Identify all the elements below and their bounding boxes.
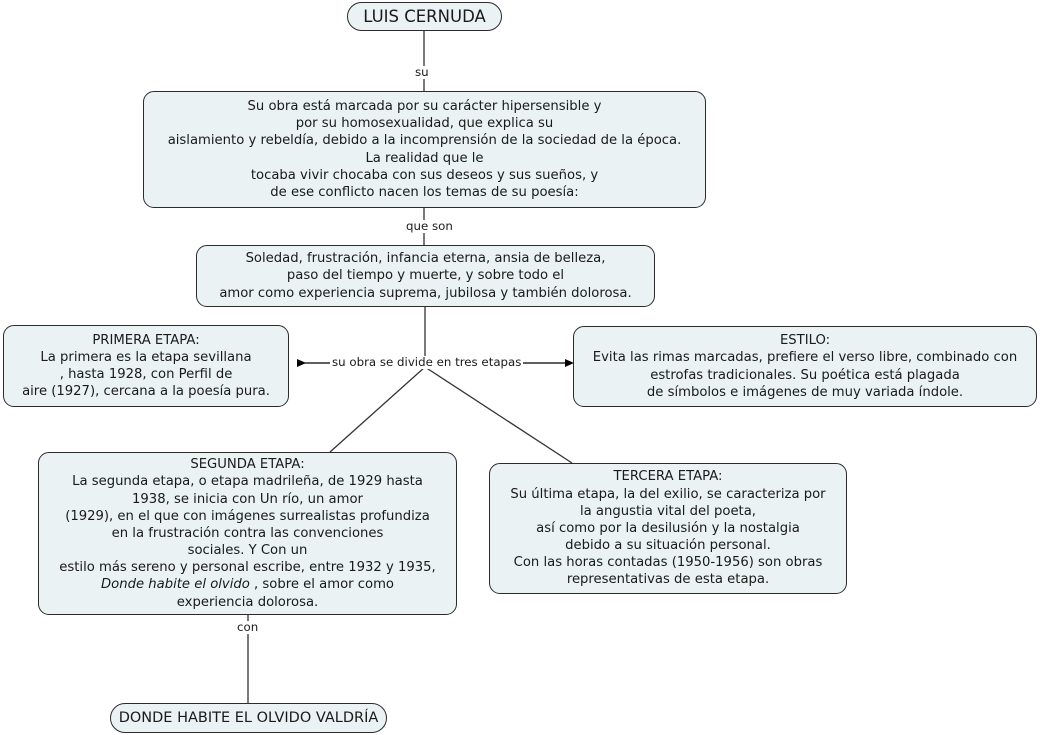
node-estilo-text: ESTILO: Evita las rimas marcadas, prefie… bbox=[592, 333, 1018, 400]
node-segunda-etapa[interactable]: SEGUNDA ETAPA: La segunda etapa, o etapa… bbox=[38, 452, 457, 615]
edge-label-su: su bbox=[413, 65, 431, 79]
node-donde-habite-el-olvido-valdria[interactable]: DONDE HABITE EL OLVIDO VALDRÍA bbox=[110, 703, 387, 733]
node-tercera-etapa-text: TERCERA ETAPA: Su última etapa, la del e… bbox=[510, 469, 826, 588]
edge-label-se-divide-en-tres-etapas: su obra se divide en tres etapas bbox=[330, 355, 524, 369]
edge-label-con: con bbox=[235, 620, 261, 634]
segunda-text-before: SEGUNDA ETAPA: La segunda etapa, o etapa… bbox=[59, 457, 436, 576]
node-estilo[interactable]: ESTILO: Evita las rimas marcadas, prefie… bbox=[573, 326, 1037, 407]
node-segunda-etapa-text: SEGUNDA ETAPA: La segunda etapa, o etapa… bbox=[45, 456, 450, 610]
edge-label-que-son: que son bbox=[404, 219, 455, 233]
node-primera-etapa[interactable]: PRIMERA ETAPA: La primera es la etapa se… bbox=[3, 325, 289, 407]
node-luis-cernuda[interactable]: LUIS CERNUDA bbox=[347, 2, 502, 31]
node-temas[interactable]: Soledad, frustración, infancia eterna, a… bbox=[196, 245, 655, 307]
node-tercera-etapa[interactable]: TERCERA ETAPA: Su última etapa, la del e… bbox=[489, 463, 847, 594]
node-root-label: LUIS CERNUDA bbox=[363, 6, 486, 26]
segunda-text-after: , sobre el amor como experiencia doloros… bbox=[176, 577, 394, 610]
node-primera-etapa-text: PRIMERA ETAPA: La primera es la etapa se… bbox=[22, 332, 270, 400]
node-donde-label: DONDE HABITE EL OLVIDO VALDRÍA bbox=[118, 709, 379, 726]
node-obra-descripcion[interactable]: Su obra está marcada por su carácter hip… bbox=[143, 91, 706, 208]
node-temas-text: Soledad, frustración, infancia eterna, a… bbox=[219, 251, 632, 301]
segunda-italic-title: Donde habite el olvido bbox=[101, 577, 250, 593]
node-obra-text: Su obra está marcada por su carácter hip… bbox=[167, 99, 682, 200]
